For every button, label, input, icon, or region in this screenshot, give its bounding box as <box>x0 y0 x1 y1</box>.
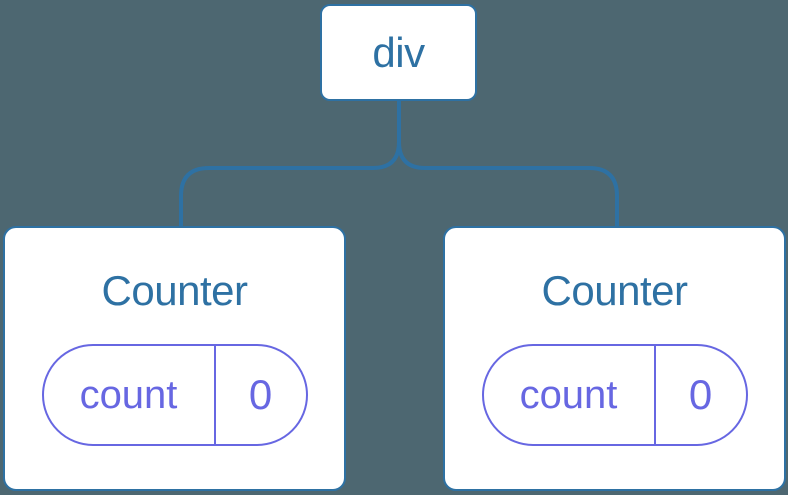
state-value: 0 <box>213 346 306 445</box>
root-node-label: div <box>372 28 425 76</box>
counter-node-left: Counter count 0 <box>3 226 346 491</box>
state-value: 0 <box>653 346 746 445</box>
root-node-div: div <box>320 4 477 101</box>
state-pill: count 0 <box>481 344 748 447</box>
counter-title: Counter <box>541 267 688 314</box>
state-key-label: count <box>519 372 618 417</box>
counter-node-right: Counter count 0 <box>443 226 786 491</box>
connector-left-branch <box>179 101 401 227</box>
counter-title: Counter <box>101 267 248 314</box>
state-key-label: count <box>79 372 178 417</box>
state-pill: count 0 <box>41 344 308 447</box>
connector-right-branch <box>397 101 619 227</box>
